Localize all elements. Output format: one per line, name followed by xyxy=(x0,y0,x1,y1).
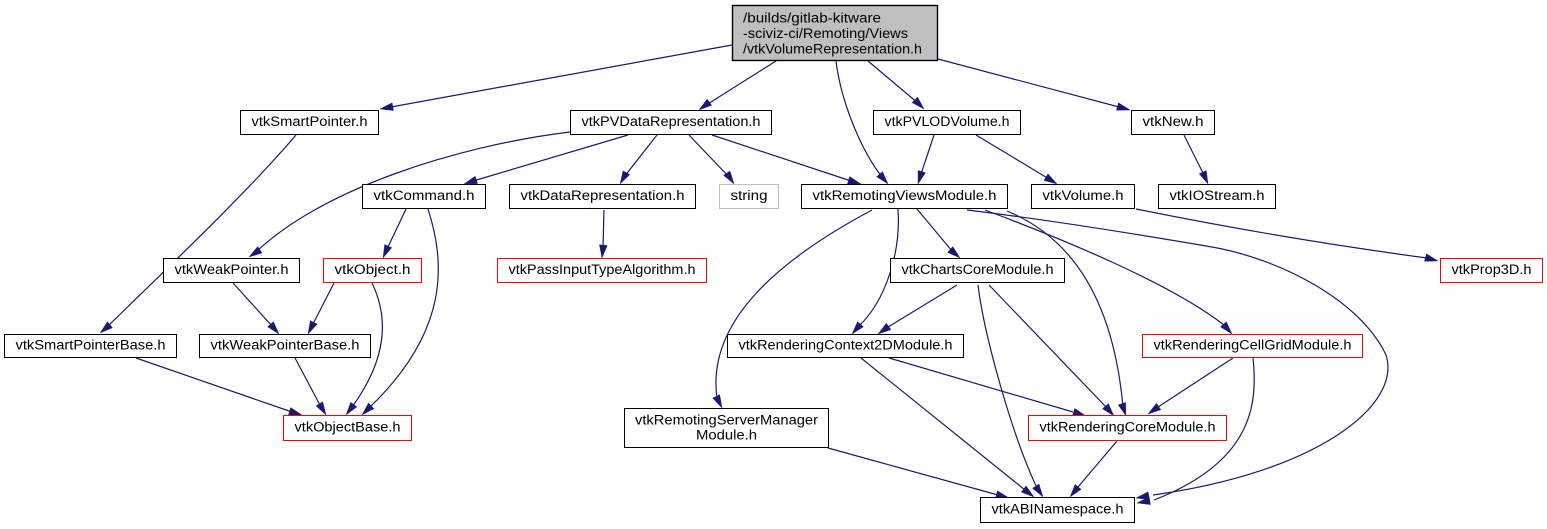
svg-text:string: string xyxy=(731,187,768,203)
svg-text:vtkPVLODVolume.h: vtkPVLODVolume.h xyxy=(885,113,1010,129)
svg-text:Module.h: Module.h xyxy=(696,427,757,443)
svg-text:vtkObject.h: vtkObject.h xyxy=(335,261,411,277)
svg-text:vtkCommand.h: vtkCommand.h xyxy=(374,187,475,203)
svg-text:/builds/gitlab-kitware: /builds/gitlab-kitware xyxy=(743,10,881,26)
svg-text:vtkProp3D.h: vtkProp3D.h xyxy=(1452,261,1532,277)
svg-text:vtkRenderingCoreModule.h: vtkRenderingCoreModule.h xyxy=(1040,418,1216,434)
svg-text:vtkRenderingCellGridModule.h: vtkRenderingCellGridModule.h xyxy=(1154,336,1352,352)
svg-text:vtkRemotingViewsModule.h: vtkRemotingViewsModule.h xyxy=(813,187,997,203)
svg-text:/vtkVolumeRepresentation.h: /vtkVolumeRepresentation.h xyxy=(743,41,922,57)
svg-text:vtkChartsCoreModule.h: vtkChartsCoreModule.h xyxy=(902,261,1054,277)
svg-text:vtkABINamespace.h: vtkABINamespace.h xyxy=(992,500,1124,516)
svg-text:vtkSmartPointer.h: vtkSmartPointer.h xyxy=(252,113,368,129)
svg-text:vtkWeakPointer.h: vtkWeakPointer.h xyxy=(175,261,289,277)
svg-text:vtkSmartPointerBase.h: vtkSmartPointerBase.h xyxy=(16,336,166,352)
svg-text:vtkDataRepresentation.h: vtkDataRepresentation.h xyxy=(521,187,685,203)
svg-text:vtkPassInputTypeAlgorithm.h: vtkPassInputTypeAlgorithm.h xyxy=(509,261,696,277)
svg-text:vtkRemotingServerManager: vtkRemotingServerManager xyxy=(635,412,818,428)
svg-text:vtkObjectBase.h: vtkObjectBase.h xyxy=(295,418,401,434)
svg-text:-sciviz-ci/Remoting/Views: -sciviz-ci/Remoting/Views xyxy=(743,25,908,41)
svg-text:vtkVolume.h: vtkVolume.h xyxy=(1043,187,1124,203)
svg-text:vtkIOStream.h: vtkIOStream.h xyxy=(1170,187,1265,203)
svg-text:vtkWeakPointerBase.h: vtkWeakPointerBase.h xyxy=(211,336,360,352)
svg-text:vtkRenderingContext2DModule.h: vtkRenderingContext2DModule.h xyxy=(739,336,953,352)
svg-text:vtkPVDataRepresentation.h: vtkPVDataRepresentation.h xyxy=(582,113,761,129)
svg-text:vtkNew.h: vtkNew.h xyxy=(1143,113,1204,129)
